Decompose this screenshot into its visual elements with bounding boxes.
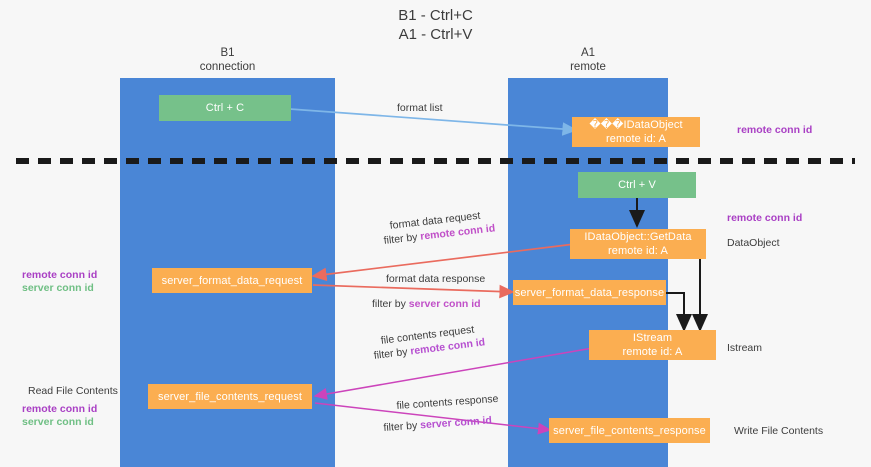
box-server-format-data-response[interactable]: server_format_data_response [513,280,666,305]
filter-prefix: filter by [383,419,421,434]
diagram-title: B1 - Ctrl+C A1 - Ctrl+V [398,7,473,43]
annotation-right-remote-conn-id-top: remote conn id [737,124,813,136]
column-header-a1: A1 remote [570,47,606,73]
flow-label-format-list: format list [397,102,443,114]
box-idataobject[interactable]: ���IDataObject remote id: A [572,117,700,147]
filter-prefix: filter by [372,298,409,310]
filter-key-server-conn-id: server conn id [419,414,493,432]
annotation-right-write-file-contents: Write File Contents [734,425,824,437]
annotation-left-read-file-contents: Read File Contents [28,385,118,397]
box-ctrl-v[interactable]: Ctrl + V [578,172,696,198]
annotation-right-dataobject: DataObject [727,237,780,249]
box-server-format-data-request[interactable]: server_format_data_request [152,268,312,293]
flow-label-format-data-response: format data response [386,273,486,285]
box-server-file-contents-request[interactable]: server_file_contents_request [148,384,312,409]
filter-key-server-conn-id: server conn id [408,298,481,310]
box-ctrl-c[interactable]: Ctrl + C [159,95,291,121]
flow-label-format-data-response-filter: filter by server conn id [372,297,481,312]
annotation-right-istream: Istream [727,342,763,354]
flow-label-file-contents-response-filter: filter by server conn id [383,413,492,436]
filter-prefix: filter by [373,345,412,362]
annotation-left-server-conn-id-bottom: server conn id [22,416,94,428]
box-server-file-contents-response[interactable]: server_file_contents_response [549,418,710,443]
flow-label-file-contents-response: file contents response [396,392,499,412]
column-header-b1: B1 connection [199,47,256,73]
filter-prefix: filter by [383,230,422,247]
annotation-right-remote-conn-id-mid: remote conn id [727,212,803,224]
annotation-left-remote-conn-id-bottom: remote conn id [22,403,98,415]
box-istream[interactable]: IStream remote id: A [589,330,716,360]
box-idataobject-getdata[interactable]: IDataObject::GetData remote id: A [570,229,706,259]
annotation-left-server-conn-id-mid: server conn id [22,282,94,294]
annotation-left-remote-conn-id-mid: remote conn id [22,269,98,281]
